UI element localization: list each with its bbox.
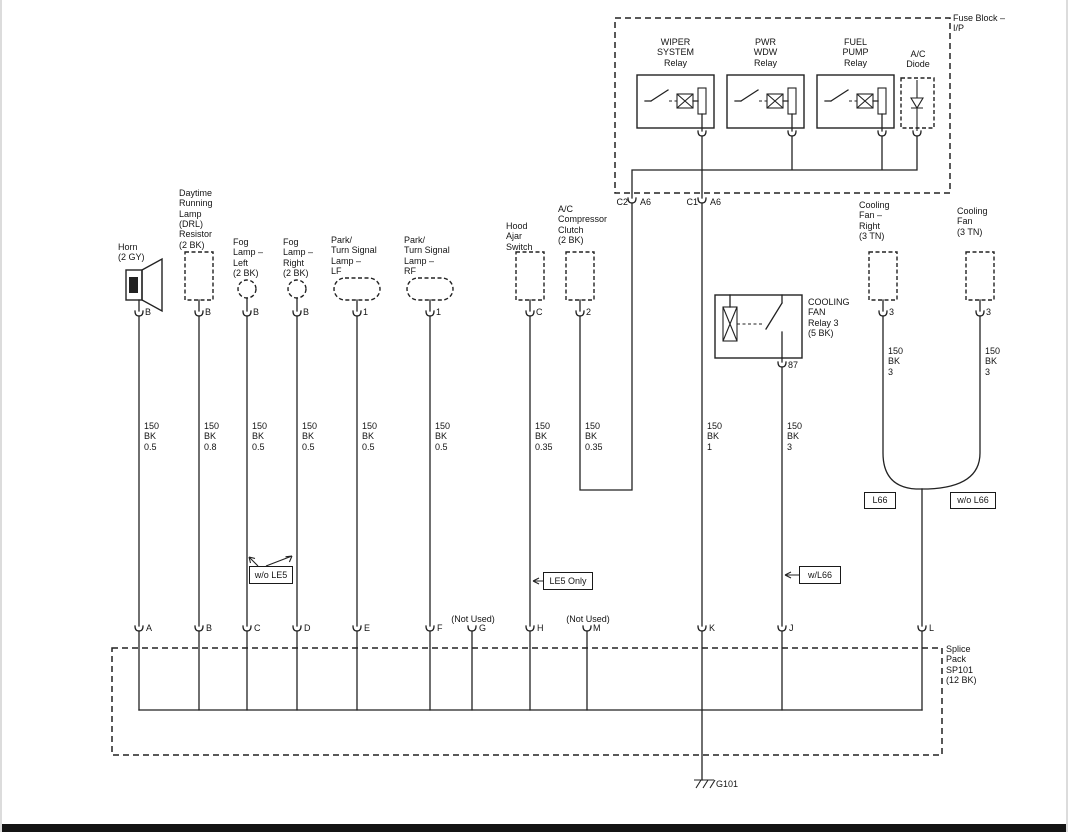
- splice-terminal-k: K: [709, 623, 716, 633]
- ground-symbol-g101: [694, 630, 716, 789]
- wire-label-fan: 150 BK 3: [985, 346, 1001, 377]
- wire-label-fan-right: 150 BK 3: [888, 346, 904, 377]
- connector-c2-label: C2: [616, 197, 628, 207]
- option-callout-arrows: [248, 555, 799, 585]
- splice-terminal-j: J: [789, 623, 794, 633]
- fuse-block-internal-wiring: [627, 130, 922, 204]
- option-box-wo-l66: w/o L66: [950, 492, 996, 509]
- connector-c1-pin-label: A6: [710, 197, 722, 207]
- not-used-g-label: (Not Used): [451, 614, 495, 624]
- cooling-fan-relay-label: COOLING FAN Relay 3 (5 BK): [808, 297, 850, 339]
- splice-pack-symbol: [111, 625, 943, 756]
- relay-87-connector-cup: [777, 361, 787, 368]
- fog-lamp-right-symbol: [287, 279, 307, 299]
- park-lf-pin-label: 1: [363, 307, 369, 317]
- wiper-relay-label: WIPER SYSTEM Relay: [656, 37, 694, 68]
- park-turn-lf-symbol: [333, 277, 381, 301]
- wire-cooling-fan-right: [882, 315, 923, 490]
- fuse-block-outline: [614, 17, 951, 194]
- fog-lamp-left-label: Fog Lamp – Left (2 BK): [233, 237, 264, 279]
- drl-resistor-label: Daytime Running Lamp (DRL) Resistor (2 B…: [179, 188, 213, 250]
- fog-right-pin-label: B: [303, 307, 310, 317]
- wire-label-park-rf: 150 BK 0.5: [435, 421, 451, 452]
- splice-terminal-e: E: [364, 623, 371, 633]
- relay-87-pin-label: 87: [788, 360, 799, 370]
- option-box-w-l66: w/L66: [799, 566, 841, 584]
- splice-terminal-h: H: [537, 623, 544, 633]
- option-box-wo-le5: w/o LE5: [249, 566, 293, 584]
- splice-terminal-a: A: [146, 623, 153, 633]
- park-turn-lf-label: Park/ Turn Signal Lamp – LF: [331, 235, 377, 277]
- splice-internal-stubs: [138, 630, 923, 711]
- cooling-fan-symbol: [965, 251, 995, 301]
- fuel-pump-relay-symbol: [816, 74, 895, 132]
- not-used-m-label: (Not Used): [566, 614, 610, 624]
- fan-pin-label: 3: [986, 307, 992, 317]
- fuse-block-label: Fuse Block – I/P: [953, 13, 1006, 34]
- fog-left-pin-label: B: [253, 307, 260, 317]
- cooling-fan-relay-symbol: [714, 294, 803, 368]
- cooling-fan-label: Cooling Fan (3 TN): [957, 206, 988, 237]
- splice-terminal-m: M: [593, 623, 601, 633]
- ac-compressor-clutch-label: A/C Compressor Clutch (2 BK): [558, 204, 608, 246]
- fog-lamp-left-symbol: [237, 279, 257, 299]
- option-box-le5-only: LE5 Only: [543, 572, 593, 590]
- splice-terminal-b: B: [206, 623, 213, 633]
- ground-distribution-wires: [138, 202, 981, 627]
- option-box-l66: L66: [864, 492, 896, 509]
- wire-label-drl: 150 BK 0.8: [204, 421, 220, 452]
- drl-resistor-symbol: [184, 251, 214, 301]
- splice-terminal-d: D: [304, 623, 311, 633]
- hood-ajar-switch-symbol: [515, 251, 545, 301]
- wire-label-fog-left: 150 BK 0.5: [252, 421, 268, 452]
- ac-diode-symbol: [900, 77, 935, 131]
- splice-terminal-l: L: [929, 623, 935, 633]
- horn-pin-label: B: [145, 307, 152, 317]
- park-turn-rf-label: Park/ Turn Signal Lamp – RF: [404, 235, 450, 277]
- wiper-system-relay-symbol: [636, 74, 715, 132]
- splice-terminal-c: C: [254, 623, 261, 633]
- park-rf-pin-label: 1: [436, 307, 442, 317]
- hood-pin-label: C: [536, 307, 543, 317]
- clutch-pin-label: 2: [586, 307, 592, 317]
- ac-diode-label: A/C Diode: [906, 49, 930, 70]
- drl-pin-label: B: [205, 307, 212, 317]
- splice-terminal-g: G: [479, 623, 487, 633]
- relay-socket-connector-cups: [697, 130, 922, 137]
- pwr-wdw-relay-symbol: [726, 74, 805, 132]
- wire-label-fog-right: 150 BK 0.5: [302, 421, 318, 452]
- wire-label-clutch: 150 BK 0.35: [585, 421, 603, 452]
- ground-g101-label: G101: [716, 779, 739, 789]
- connector-c1-label: C1: [686, 197, 698, 207]
- pwr-wdw-relay-label: PWR WDW Relay: [753, 37, 778, 68]
- splice-pack-label: Splice Pack SP101 (12 BK): [946, 644, 977, 686]
- horn-symbol: [125, 257, 163, 313]
- fan-right-pin-label: 3: [889, 307, 895, 317]
- bottom-bar: [2, 824, 1066, 832]
- fog-lamp-right-label: Fog Lamp – Right (2 BK): [283, 237, 314, 279]
- cooling-fan-right-symbol: [868, 251, 898, 301]
- wire-label-fan-relay: 150 BK 3: [787, 421, 803, 452]
- park-turn-rf-symbol: [406, 277, 454, 301]
- connector-c2-pin-label: A6: [640, 197, 652, 207]
- fuel-pump-relay-label: FUEL PUMP Relay: [842, 37, 869, 68]
- horn-label: Horn (2 GY): [118, 242, 145, 263]
- cooling-fan-right-label: Cooling Fan – Right (3 TN): [859, 200, 890, 242]
- ac-compressor-clutch-symbol: [565, 251, 595, 301]
- wire-label-park-lf: 150 BK 0.5: [362, 421, 378, 452]
- splice-terminal-f: F: [437, 623, 443, 633]
- wire-label-hood: 150 BK 0.35: [535, 421, 553, 452]
- hood-ajar-switch-label: Hood Ajar Switch: [506, 221, 533, 252]
- wire-cooling-fan: [921, 315, 981, 490]
- wire-label-fuse-ground: 150 BK 1: [707, 421, 723, 452]
- wire-ac-clutch: [579, 202, 633, 491]
- wire-label-horn: 150 BK 0.5: [144, 421, 160, 452]
